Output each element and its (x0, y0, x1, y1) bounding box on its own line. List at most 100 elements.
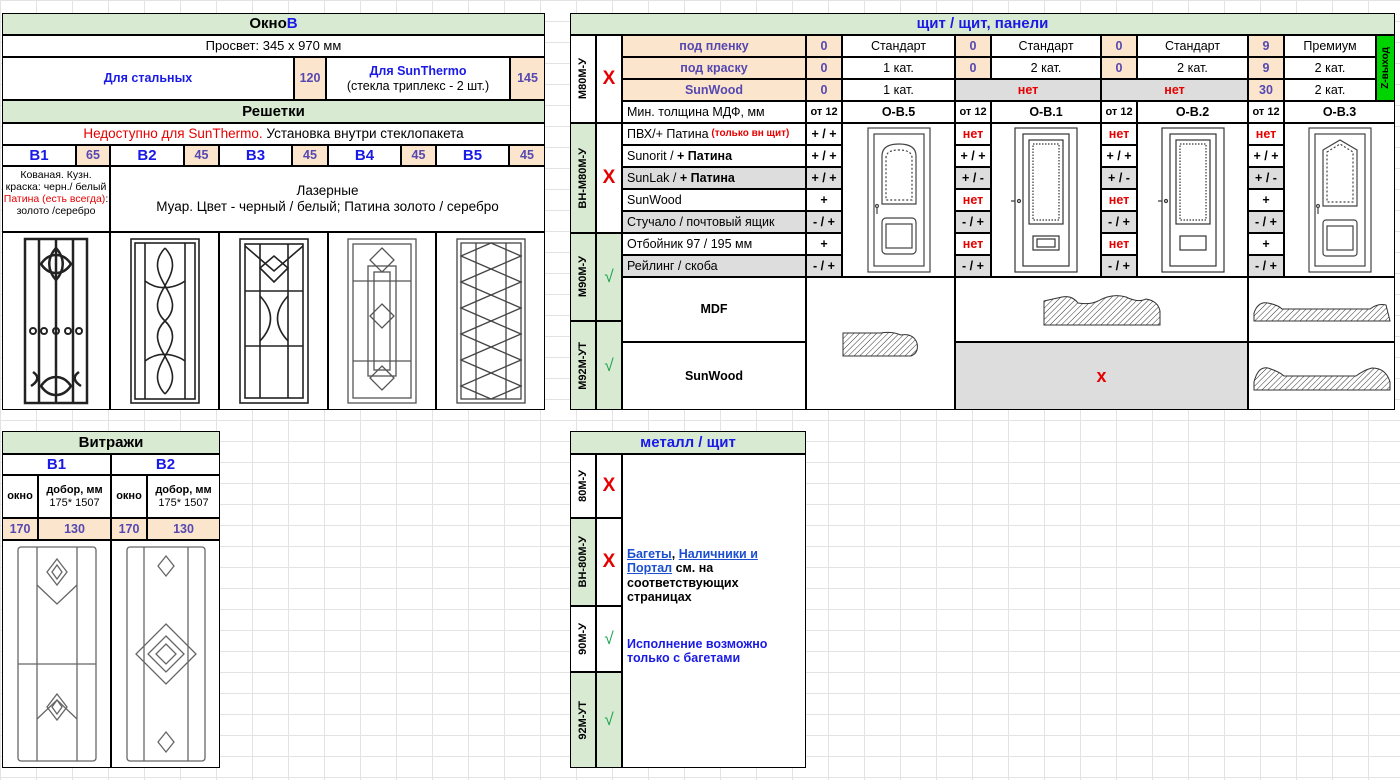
finish-cat: 1 кат. (842, 79, 955, 101)
min-thickness-label: Мин. толщина МДФ, мм (622, 101, 806, 123)
grille-b1-desc: Кованая. Кузн. краска: черн./ белый Пати… (2, 166, 110, 232)
side-mark-m90m: √ (596, 233, 622, 321)
steel-label: Для стальных (2, 57, 294, 100)
model-name: О-В.1 (991, 101, 1101, 123)
profile-ob5-image (806, 277, 955, 410)
option-label: Отбойник 97 / 195 мм (622, 233, 806, 255)
grille-b1-image (2, 232, 110, 410)
option-value: + / + (806, 167, 842, 189)
metall-side-90m: 90M-У (570, 606, 596, 672)
option-value: - / + (1248, 211, 1284, 233)
option-label: ПВХ/+ Патина (только вн щит) (622, 123, 806, 145)
option-value: - / + (806, 255, 842, 277)
profile-ob3-mdf-image (1248, 277, 1395, 342)
profile-ob3-sunwood-image (1248, 342, 1395, 410)
sunthermo-value: 145 (510, 57, 545, 100)
model-name: О-В.2 (1137, 101, 1248, 123)
option-label: Стучало / почтовый ящик (622, 211, 806, 233)
profile-mdf-label: MDF (622, 277, 806, 342)
metall-mark-92m: √ (596, 672, 622, 768)
finish-cat: 2 кат. (991, 57, 1101, 79)
option-value: нет (955, 189, 991, 211)
z-exit-label: Z-выход (1376, 35, 1395, 101)
option-value: нет (1248, 123, 1284, 145)
vitrazh-b2-dobor-value: 130 (147, 518, 220, 540)
metall-mark-90m: √ (596, 606, 622, 672)
vitrazh-b2-okno-value: 170 (111, 518, 147, 540)
model-min: от 12 (1101, 101, 1137, 123)
side-mark-m80m: X (596, 35, 622, 123)
grille-b5-image (436, 232, 545, 410)
door-image-ob2 (1137, 123, 1248, 277)
side-label-m80m: M80M-У (570, 35, 596, 123)
finish-cat: 2 кат. (1284, 79, 1376, 101)
finish-cat: 1 кат. (842, 57, 955, 79)
side-mark-m92m: √ (596, 321, 622, 410)
grille-b5-value: 45 (509, 145, 545, 166)
side-label-m92m: M92M-УТ (570, 321, 596, 410)
metall-mark-vn80m: X (596, 518, 622, 606)
option-value: + (806, 233, 842, 255)
vitrazh-b2-okno-label: окно (111, 475, 147, 518)
finish-num: 0 (1101, 35, 1137, 57)
finish-cat: 2 кат. (1137, 57, 1248, 79)
side-mark-vn-m80m: X (596, 123, 622, 233)
grille-b3-image (219, 232, 328, 410)
reshetki-note: Недоступно для SunThermo. Установка внут… (2, 123, 545, 145)
bagety-link[interactable]: Багеты (627, 547, 672, 561)
vitrazh-b1-okno-label: окно (2, 475, 38, 518)
finish-num: 9 (1248, 35, 1284, 57)
grille-b3-name: В3 (219, 145, 292, 166)
option-value: + (806, 189, 842, 211)
portal-link[interactable]: Портал (627, 561, 673, 576)
profile-ob12-mdf-image (955, 277, 1248, 342)
option-value: нет (1101, 233, 1137, 255)
finish-row-label: SunWood (622, 79, 806, 101)
option-value: - / + (955, 255, 991, 277)
metall-note: Исполнение возможно только с багетами (627, 636, 768, 665)
finish-na: нет (1101, 79, 1248, 101)
finish-num: 0 (806, 79, 842, 101)
grille-b1-name: В1 (2, 145, 76, 166)
option-value: + / - (1248, 167, 1284, 189)
option-value: нет (1101, 189, 1137, 211)
grille-b4-image (328, 232, 436, 410)
grille-b2-value: 45 (184, 145, 219, 166)
model-min: от 12 (955, 101, 991, 123)
profile-ob12-sunwood-na: x (955, 342, 1248, 410)
option-value: + / + (1248, 145, 1284, 167)
sunthermo-label: Для SunThermo(стекла триплекс - 2 шт.) (326, 57, 510, 100)
metall-info: Багеты, Наличники и Портал см. на соотве… (622, 454, 806, 768)
metall-side-92m: 92M-УТ (570, 672, 596, 768)
profile-sunwood-label: SunWood (622, 342, 806, 410)
option-label: Sunorit / + Патина (622, 145, 806, 167)
metall-mark-80m: X (596, 454, 622, 518)
grille-b2-image (110, 232, 219, 410)
grille-b2-name: В2 (110, 145, 184, 166)
option-value: - / + (1101, 211, 1137, 233)
okno-prosvet: Просвет: 345 x 970 мм (2, 35, 545, 57)
option-value: - / + (1101, 255, 1137, 277)
finish-num: 0 (806, 57, 842, 79)
steel-value: 120 (294, 57, 326, 100)
door-image-ob5 (842, 123, 955, 277)
option-value: нет (1101, 123, 1137, 145)
door-image-ob1 (991, 123, 1101, 277)
model-name: О-В.5 (842, 101, 955, 123)
finish-cat: Премиум (1284, 35, 1376, 57)
option-value: нет (955, 123, 991, 145)
finish-num: 0 (955, 57, 991, 79)
vitrazh-b2-name: В2 (111, 454, 220, 475)
grille-b4-name: В4 (328, 145, 401, 166)
option-value: нет (955, 233, 991, 255)
metall-title: металл / щит (570, 431, 806, 454)
side-label-m90m: M90M-У (570, 233, 596, 321)
nalichniki-link[interactable]: Наличники и (678, 547, 758, 561)
model-min: от 12 (1248, 101, 1284, 123)
option-label: SunWood (622, 189, 806, 211)
metall-side-vn80m: ВН-80M-У (570, 518, 596, 606)
finish-cat: Стандарт (1137, 35, 1248, 57)
side-label-vn-m80m: ВН-M80M-У (570, 123, 596, 233)
